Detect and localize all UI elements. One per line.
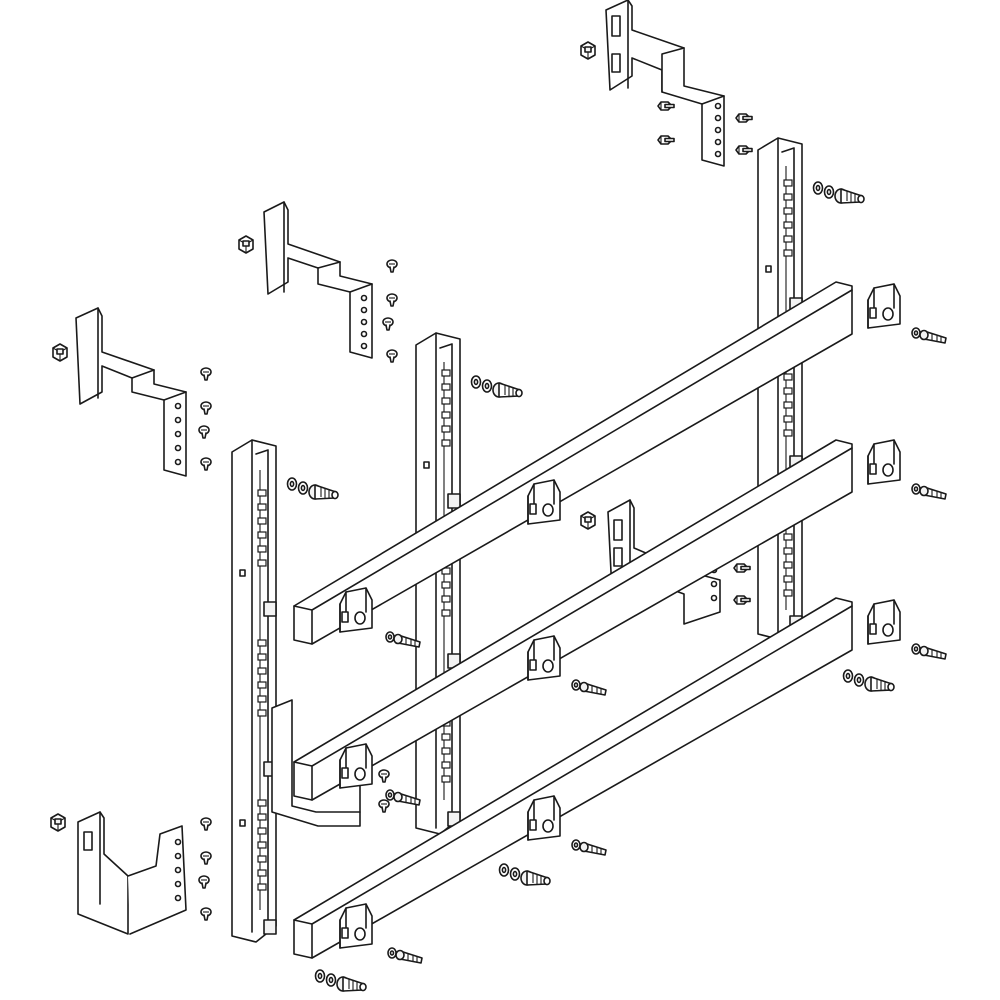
bracket-upper-middle	[238, 201, 398, 363]
bracket-left-upper	[52, 307, 212, 477]
bracket-left-lower	[50, 811, 212, 935]
busbar-middle	[293, 439, 853, 801]
busbar-bottom	[293, 597, 853, 959]
bracket-top-right	[580, 0, 753, 167]
busbar-top	[293, 281, 853, 645]
vertical-rail-right	[757, 137, 803, 641]
vertical-rail-left	[231, 439, 277, 943]
vertical-rail-middle	[415, 332, 461, 835]
